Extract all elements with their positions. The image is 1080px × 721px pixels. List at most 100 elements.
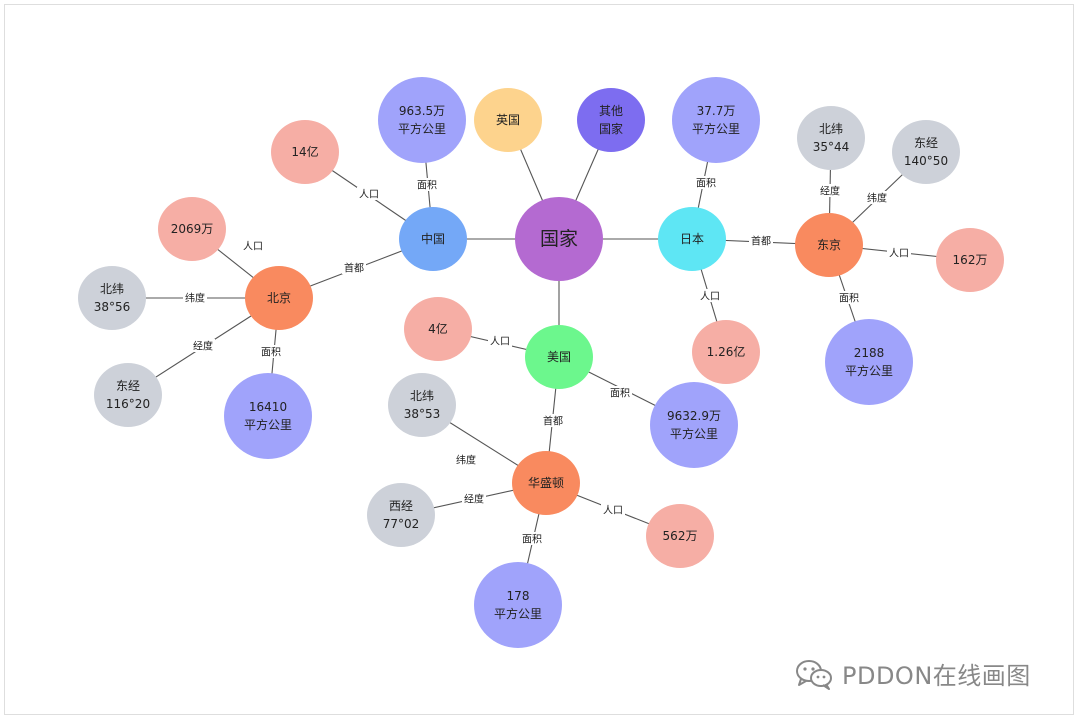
node-shape xyxy=(94,363,162,427)
nodes-layer: 国家中国日本美国英国其他国家963.5万平方公里14亿北京2069万北纬38°5… xyxy=(78,77,1004,648)
node-shape xyxy=(378,77,466,163)
node-text: 其他 xyxy=(599,104,623,118)
node-bj_pop[interactable]: 2069万 xyxy=(158,197,226,261)
node-shape xyxy=(158,197,226,261)
node-washington[interactable]: 华盛顿 xyxy=(512,451,580,515)
node-text: 英国 xyxy=(496,113,520,127)
node-text: 东经 xyxy=(116,379,140,393)
node-text: 562万 xyxy=(663,529,698,543)
node-bj_area[interactable]: 16410 平方公里 xyxy=(224,373,312,459)
node-text: 37.7万 xyxy=(697,104,736,118)
diagram-frame xyxy=(4,4,1074,715)
node-text: 平方公里 xyxy=(845,363,893,378)
node-shape xyxy=(936,228,1004,292)
node-text: 162万 xyxy=(953,253,988,267)
node-text: 中国 xyxy=(421,231,445,246)
node-text: 东经 xyxy=(914,136,938,150)
node-usa[interactable]: 美国 xyxy=(525,325,593,389)
node-text: 平方公里 xyxy=(398,121,446,136)
node-text: 140°50 xyxy=(904,154,948,168)
watermark: PDDON在线画图 xyxy=(794,656,1031,691)
edge-label: 面积 xyxy=(522,534,542,546)
edge-label-bg xyxy=(608,386,632,399)
edge-label: 纬度 xyxy=(185,292,205,305)
edge-label: 首都 xyxy=(543,415,563,428)
node-shape xyxy=(646,504,714,568)
node-text: 美国 xyxy=(547,350,571,364)
watermark-text: PDDON在线画图 xyxy=(842,662,1031,690)
node-text: 16410 xyxy=(249,400,287,414)
edge-label-bg xyxy=(865,191,889,204)
node-uk[interactable]: 英国 xyxy=(474,88,542,152)
node-china_pop[interactable]: 14亿 xyxy=(271,120,339,184)
edge-label: 面积 xyxy=(696,178,716,190)
edge-tokyo-tk_area: 面积 xyxy=(828,244,870,363)
edge-label-bg xyxy=(601,503,625,516)
node-shape xyxy=(650,382,738,468)
node-shape xyxy=(367,483,435,547)
node-china[interactable]: 中国 xyxy=(399,207,467,271)
edge-label: 面积 xyxy=(839,293,859,305)
node-text: 35°44 xyxy=(813,140,850,154)
node-tk_lon[interactable]: 东经 140°50 xyxy=(892,120,960,184)
edge-label: 人口 xyxy=(243,241,263,253)
node-text: 9632.9万 xyxy=(667,409,721,423)
node-shape xyxy=(271,120,339,184)
node-text: 1.26亿 xyxy=(707,344,746,359)
edge-label: 人口 xyxy=(889,248,909,260)
edge-usa-usa_pop: 人口 xyxy=(437,328,560,358)
edge-label: 面积 xyxy=(610,388,630,400)
node-bj_lon[interactable]: 东经 116°20 xyxy=(94,363,162,427)
node-shape xyxy=(825,319,913,405)
node-dc_pop[interactable]: 562万 xyxy=(646,504,714,568)
edge-label: 首都 xyxy=(344,262,364,275)
edge-label-bg xyxy=(520,532,544,545)
node-text: 平方公里 xyxy=(244,417,292,432)
edge-label-bg xyxy=(462,492,486,505)
edge-label-bg xyxy=(191,339,215,352)
edge-label-bg xyxy=(183,291,207,304)
node-shape xyxy=(474,88,542,152)
edge-label-bg xyxy=(415,178,439,191)
edge-label-bg xyxy=(541,414,565,427)
node-tk_pop[interactable]: 162万 xyxy=(936,228,1004,292)
node-text: 北纬 xyxy=(100,282,124,296)
edge-label: 面积 xyxy=(417,180,437,192)
edge-label: 人口 xyxy=(490,336,510,348)
edge-label: 人口 xyxy=(359,189,379,201)
node-shape xyxy=(672,77,760,163)
node-text: 平方公里 xyxy=(670,426,718,441)
edge-label: 人口 xyxy=(700,291,720,303)
edge-label-bg xyxy=(342,261,366,274)
node-japan[interactable]: 日本 xyxy=(658,207,726,271)
node-shape xyxy=(658,207,726,271)
edge-label: 经度 xyxy=(193,340,213,353)
node-shape xyxy=(245,266,313,330)
node-text: 116°20 xyxy=(106,397,150,411)
edge-label-bg xyxy=(694,176,718,189)
wechat-icon xyxy=(796,659,832,690)
node-usa_pop[interactable]: 4亿 xyxy=(404,297,472,361)
node-root[interactable]: 国家 xyxy=(515,197,603,281)
node-text: 平方公里 xyxy=(692,121,740,136)
node-japan_pop[interactable]: 1.26亿 xyxy=(692,320,760,384)
node-tokyo[interactable]: 东京 xyxy=(795,213,863,277)
node-shape xyxy=(404,297,472,361)
edge-label-bg xyxy=(241,239,265,252)
edge-label: 人口 xyxy=(603,505,623,517)
node-beijing[interactable]: 北京 xyxy=(245,266,313,330)
node-shape xyxy=(474,562,562,648)
node-shape xyxy=(577,88,645,152)
edge-label: 首都 xyxy=(751,235,771,248)
node-text: 北京 xyxy=(267,291,291,305)
